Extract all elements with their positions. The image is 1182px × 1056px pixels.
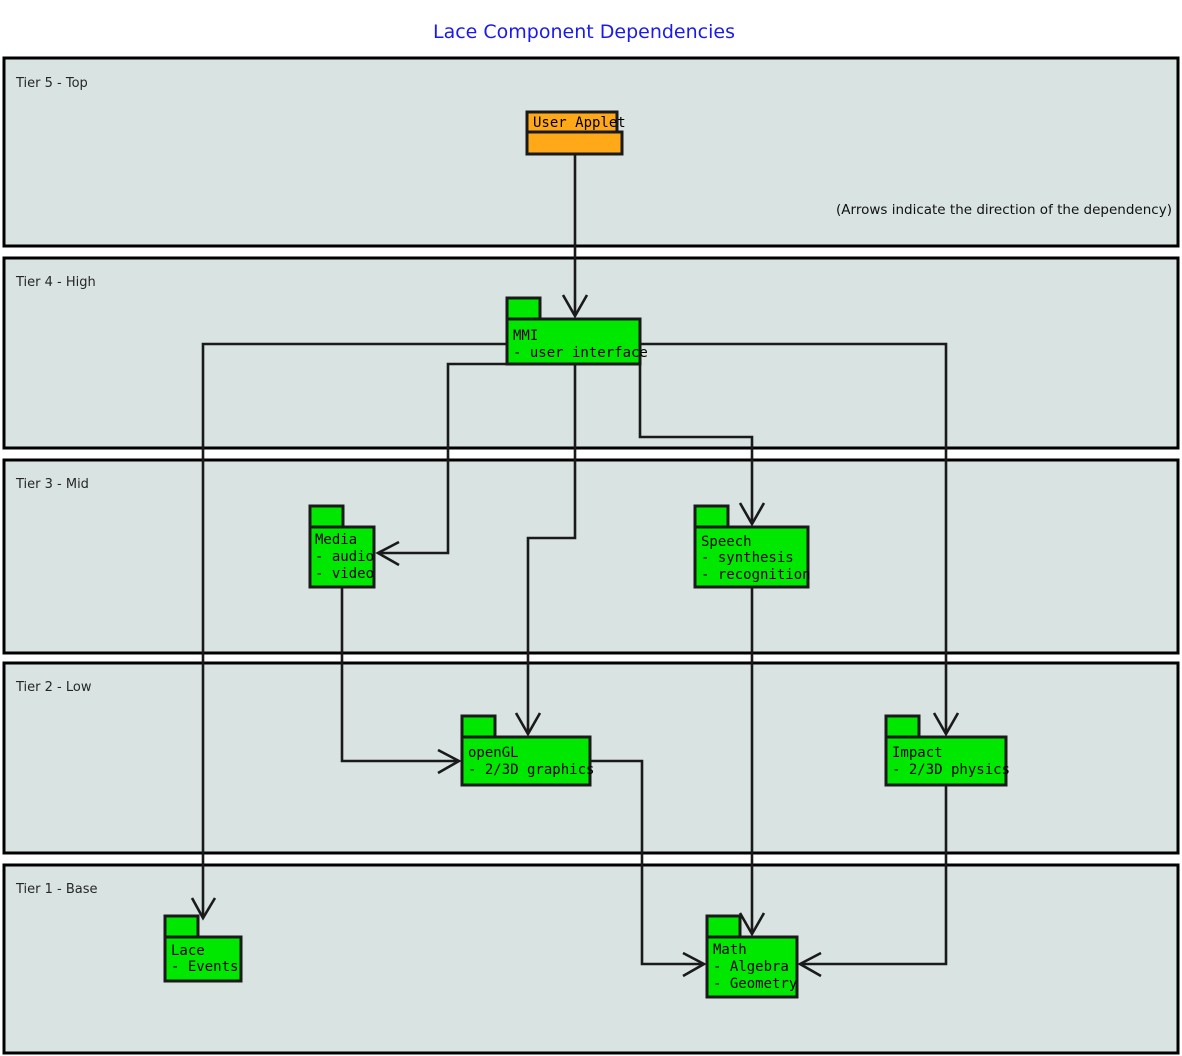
package-math[interactable]: Math - Algebra - Geometry — [705, 914, 799, 999]
mmi-title: MMI — [513, 328, 538, 344]
tier-label-tier1: Tier 1 - Base — [15, 882, 98, 897]
media-folder-tab — [308, 504, 345, 530]
tier-band-tier3 — [2, 458, 1180, 655]
lace-title: Lace — [171, 943, 205, 959]
tier-labels: Tier 5 - Top Tier 4 - High Tier 3 - Mid … — [15, 76, 98, 897]
media-detail-2: - video — [315, 566, 374, 582]
impact-title: Impact — [892, 745, 943, 761]
speech-detail-1: - synthesis — [701, 550, 794, 566]
mmi-detail-1: - user interface — [513, 345, 648, 361]
package-speech[interactable]: Speech - synthesis - recognition — [693, 504, 811, 589]
speech-body — [693, 525, 810, 589]
arrow-direction-note: (Arrows indicate the direction of the de… — [836, 202, 1172, 218]
impact-detail-1: - 2/3D physics — [892, 762, 1010, 778]
math-detail-1: - Algebra — [713, 959, 789, 975]
opengl-detail-1: - 2/3D graphics — [468, 762, 594, 778]
connector-mmi-to-opengl — [514, 364, 577, 737]
package-media[interactable]: Media - audio - video — [308, 504, 376, 589]
media-detail-1: - audio — [315, 549, 374, 565]
connector-mmi-to-lace — [190, 342, 507, 921]
math-detail-2: - Geometry — [713, 976, 797, 992]
impact-body — [884, 735, 1008, 787]
tier-label-tier4: Tier 4 - High — [15, 275, 96, 290]
user-applet-body — [525, 130, 624, 156]
opengl-body — [460, 735, 592, 787]
tier-label-tier3: Tier 3 - Mid — [15, 477, 89, 492]
media-title: Media — [315, 532, 357, 548]
tier-label-tier5: Tier 5 - Top — [15, 76, 88, 91]
package-mmi[interactable]: MMI - user interface — [505, 296, 648, 366]
speech-folder-tab — [693, 504, 730, 530]
connector-media-to-opengl — [340, 587, 462, 775]
lace-body — [163, 935, 243, 983]
speech-detail-2: - recognition — [701, 567, 811, 583]
connector-mmi-to-impact — [640, 342, 960, 737]
math-title: Math — [713, 942, 747, 958]
math-folder-tab — [705, 914, 742, 940]
connector-impact-to-math — [797, 785, 948, 978]
package-impact[interactable]: Impact - 2/3D physics — [884, 714, 1010, 787]
connector-opengl-to-math — [590, 759, 707, 978]
mmi-body — [505, 317, 642, 366]
math-body — [705, 935, 799, 999]
connector-mmi-to-speech — [638, 364, 766, 527]
package-lace[interactable]: Lace - Events — [163, 914, 243, 983]
opengl-title: openGL — [468, 745, 519, 761]
package-user-applet[interactable]: User Applet — [525, 110, 626, 156]
dependency-connectors — [190, 154, 960, 978]
speech-title: Speech — [701, 534, 752, 550]
connector-mmi-to-media — [375, 362, 529, 567]
connector-speech-to-math — [738, 587, 766, 937]
impact-folder-tab — [884, 714, 921, 740]
user-applet-title: User Applet — [533, 115, 626, 131]
mmi-folder-tab — [505, 296, 542, 322]
page-title: Lace Component Dependencies — [433, 21, 735, 43]
lace-detail-1: - Events — [171, 959, 238, 975]
package-opengl[interactable]: openGL - 2/3D graphics — [460, 714, 594, 787]
connector-applet-to-mmi — [561, 154, 589, 319]
opengl-folder-tab — [460, 714, 497, 740]
media-body — [308, 525, 376, 589]
tier-label-tier2: Tier 2 - Low — [15, 680, 92, 695]
lace-folder-tab — [163, 914, 200, 940]
